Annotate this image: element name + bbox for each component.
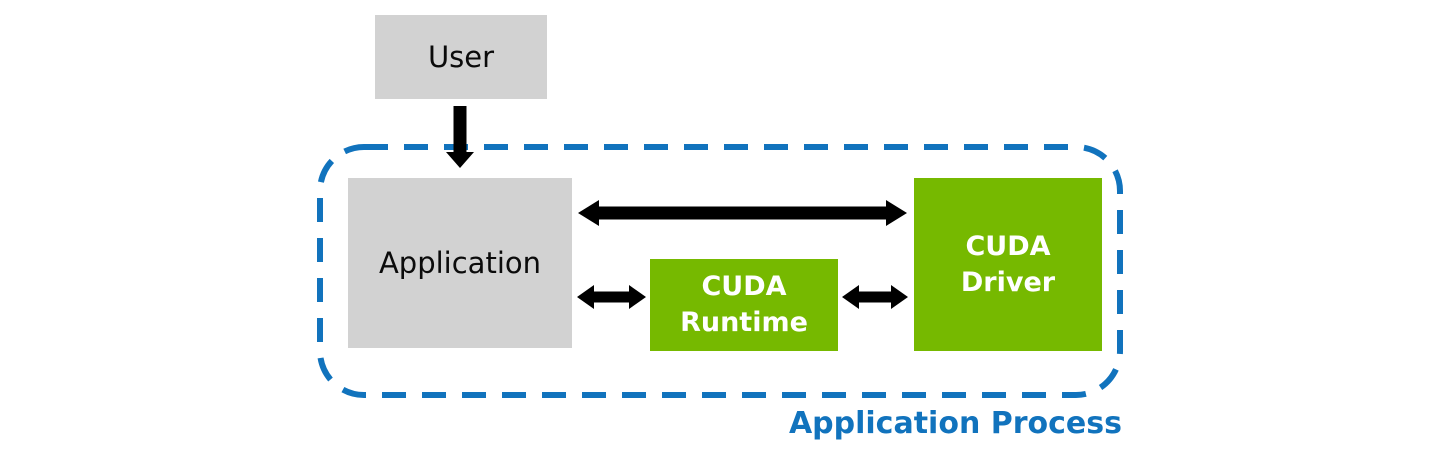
arrow-runtime-driver [842, 285, 908, 309]
node-cuda-runtime-label-line1: CUDA [701, 271, 787, 302]
arrow-user-to-application [446, 106, 474, 168]
node-cuda-driver: CUDA Driver [914, 178, 1102, 351]
node-cuda-runtime-label-line2: Runtime [680, 307, 808, 338]
node-cuda-driver-label-line2: Driver [960, 266, 1056, 298]
application-process-label: Application Process [788, 406, 1122, 441]
node-cuda-driver-label-line1: CUDA [965, 230, 1051, 262]
node-cuda-runtime: CUDA Runtime [650, 259, 838, 351]
node-application-label: Application [378, 246, 542, 280]
application-process-boundary [317, 144, 1123, 398]
arrow-application-driver [578, 200, 907, 226]
arrow-application-runtime [577, 285, 646, 309]
node-user: User [375, 15, 547, 99]
node-application: Application [348, 178, 572, 348]
node-user-label: User [427, 40, 495, 74]
